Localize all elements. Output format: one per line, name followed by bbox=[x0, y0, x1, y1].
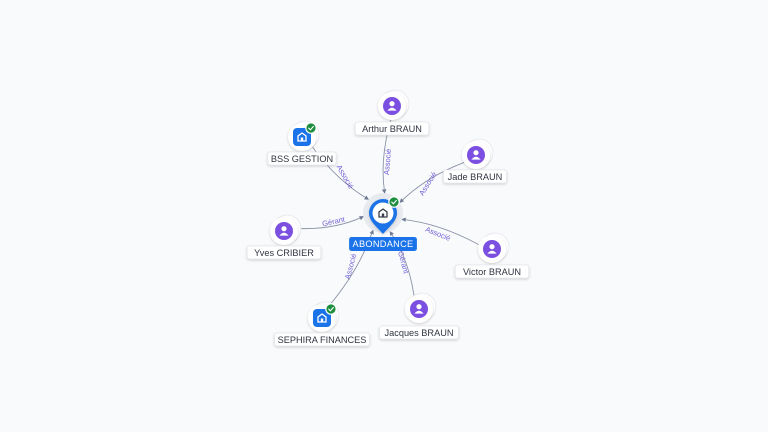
node-label: Arthur BRAUN bbox=[362, 124, 422, 134]
center-label: ABONDANCE bbox=[353, 239, 414, 249]
nodes-layer: Arthur BRAUN Jade BRAUN Victor BRAUN Jacque… bbox=[246, 89, 530, 347]
edge-jacques bbox=[389, 231, 415, 296]
edge-label-bss: Associé bbox=[335, 163, 356, 190]
person-icon bbox=[275, 222, 293, 240]
verified-check-icon bbox=[388, 196, 400, 208]
person-icon bbox=[383, 97, 401, 115]
node-label: Jacques BRAUN bbox=[385, 328, 454, 338]
node-victor[interactable]: Victor BRAUN bbox=[454, 232, 530, 279]
node-label: Victor BRAUN bbox=[463, 267, 521, 277]
node-jade[interactable]: Jade BRAUN bbox=[443, 138, 507, 184]
node-label: SEPHIRA FINANCES bbox=[278, 335, 367, 345]
edge-label-jacques: Gérant bbox=[396, 250, 411, 275]
edge-label-jade: Associé bbox=[417, 170, 439, 197]
person-icon bbox=[483, 240, 501, 258]
building-icon bbox=[293, 128, 311, 146]
edge-label-arthur: Associé bbox=[382, 148, 393, 175]
node-bss[interactable]: BSS GESTION bbox=[267, 120, 337, 166]
verified-check-icon bbox=[305, 122, 317, 134]
edge-victor bbox=[401, 217, 479, 246]
node-yves[interactable]: Yves CRIBIER bbox=[246, 214, 322, 260]
node-label: Yves CRIBIER bbox=[254, 248, 314, 258]
node-arthur[interactable]: Arthur BRAUN bbox=[354, 89, 430, 136]
building-icon bbox=[378, 208, 388, 218]
edge-jade bbox=[399, 161, 465, 203]
node-sephira[interactable]: SEPHIRA FINANCES bbox=[274, 301, 370, 347]
edge-label-sephira: Associé bbox=[343, 253, 358, 281]
node-label: BSS GESTION bbox=[271, 154, 333, 164]
person-icon bbox=[467, 146, 485, 164]
node-label: Jade BRAUN bbox=[448, 172, 503, 182]
verified-check-icon bbox=[325, 303, 337, 315]
center-node[interactable]: ABONDANCE bbox=[349, 193, 417, 251]
building-icon bbox=[313, 309, 331, 327]
center-pin bbox=[369, 199, 397, 234]
person-icon bbox=[410, 300, 428, 318]
edge-yves bbox=[297, 216, 365, 230]
node-jacques[interactable]: Jacques BRAUN bbox=[379, 292, 459, 340]
